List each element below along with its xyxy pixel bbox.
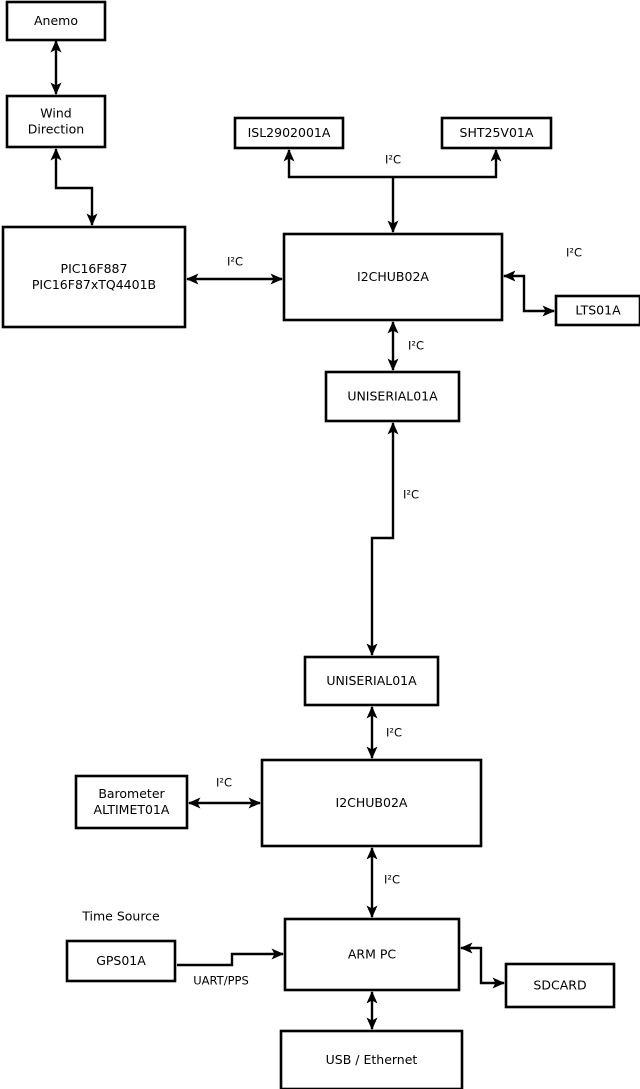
- node-box[interactable]: [279, 1029, 464, 1089]
- edge-barometer-hub: I²C: [188, 776, 261, 809]
- node-sht[interactable]: SHT25V01A: [440, 116, 553, 150]
- node-gps[interactable]: GPS01A: [65, 939, 177, 983]
- node-anemo[interactable]: Anemo: [5, 0, 107, 42]
- node-box[interactable]: [440, 116, 553, 150]
- node-box[interactable]: [74, 774, 189, 830]
- node-box[interactable]: [303, 655, 440, 707]
- edge-label-pic-hub: I²C: [227, 255, 243, 269]
- node-uniserial_b[interactable]: UNISERIAL01A: [303, 655, 440, 707]
- edge-wind-pic: [50, 148, 98, 226]
- node-box[interactable]: [283, 917, 461, 992]
- node-label-sdcard: SDCARD: [533, 977, 586, 992]
- edge-path: [50, 148, 98, 226]
- edge-hub-sensors-bus: I²C: [283, 149, 502, 179]
- node-label-sht: SHT25V01A: [460, 125, 534, 140]
- edge-layer: I²C I²C I²C I²C I²C I²C I²C I²C UART/PPS: [50, 40, 582, 1030]
- edge-label-hub-uniserial-a: I²C: [408, 339, 424, 353]
- node-label-usb_eth: USB / Ethernet: [326, 1052, 418, 1067]
- edge-path: [366, 422, 399, 656]
- node-isl[interactable]: ISL2902001A: [233, 116, 345, 150]
- free-label-layer: Time Source: [81, 909, 160, 924]
- edge-label-gps-armpc: UART/PPS: [193, 974, 249, 988]
- free-label-time_source: Time Source: [81, 909, 160, 924]
- node-label-anemo: Anemo: [34, 13, 78, 28]
- edge-label-barometer-hub: I²C: [216, 776, 232, 790]
- node-box[interactable]: [233, 116, 345, 150]
- edge-armpc-sdcard: [460, 942, 505, 989]
- edge-path: [503, 270, 555, 317]
- node-label-uniserial_a: UNISERIAL01A: [347, 388, 438, 403]
- edge-gps-armpc: UART/PPS: [177, 948, 284, 988]
- node-box[interactable]: [554, 294, 640, 327]
- edge-label-uniserial-b-hub: I²C: [386, 726, 402, 740]
- node-label-lts: LTS01A: [575, 302, 621, 317]
- node-box[interactable]: [260, 758, 483, 848]
- node-box[interactable]: [1, 225, 187, 329]
- edge-uniserial-link: I²C: [366, 422, 419, 656]
- edge-label-uniserial-link: I²C: [403, 488, 419, 502]
- edge-hub-armpc: I²C: [366, 847, 400, 918]
- node-box[interactable]: [282, 232, 504, 322]
- edge-hub-lts: I²C: [503, 246, 582, 317]
- node-label-arm_pc: ARM PC: [348, 946, 397, 961]
- edge-label-hub-armpc: I²C: [384, 873, 400, 887]
- edge-path: [460, 942, 505, 989]
- node-lts[interactable]: LTS01A: [554, 294, 640, 327]
- node-box[interactable]: [5, 0, 107, 42]
- node-sdcard[interactable]: SDCARD: [504, 962, 616, 1009]
- node-uniserial_a[interactable]: UNISERIAL01A: [324, 370, 461, 423]
- node-usb_eth[interactable]: USB / Ethernet: [279, 1029, 464, 1089]
- node-box[interactable]: [504, 962, 616, 1009]
- node-label-hub_top: I2CHUB02A: [357, 269, 429, 284]
- edge-label-hub-sensors-bus: I²C: [385, 153, 401, 167]
- node-label-uniserial_b: UNISERIAL01A: [326, 673, 417, 688]
- node-label-gps: GPS01A: [96, 953, 146, 968]
- edge-label-hub-lts: I²C: [566, 246, 582, 260]
- node-label-hub_bottom: I2CHUB02A: [336, 795, 408, 810]
- node-box[interactable]: [324, 370, 461, 423]
- node-hub_top[interactable]: I2CHUB02A: [282, 232, 504, 322]
- edge-pic-hub: I²C: [186, 255, 283, 285]
- node-box[interactable]: [5, 94, 107, 149]
- node-label-isl: ISL2902001A: [248, 125, 331, 140]
- edge-uniserial-b-hub: I²C: [366, 706, 402, 759]
- edge-hub-uniserial-a: I²C: [387, 321, 424, 371]
- node-arm_pc[interactable]: ARM PC: [283, 917, 461, 992]
- edge-path: [177, 948, 284, 967]
- node-hub_bottom[interactable]: I2CHUB02A: [260, 758, 483, 848]
- node-box[interactable]: [65, 939, 177, 983]
